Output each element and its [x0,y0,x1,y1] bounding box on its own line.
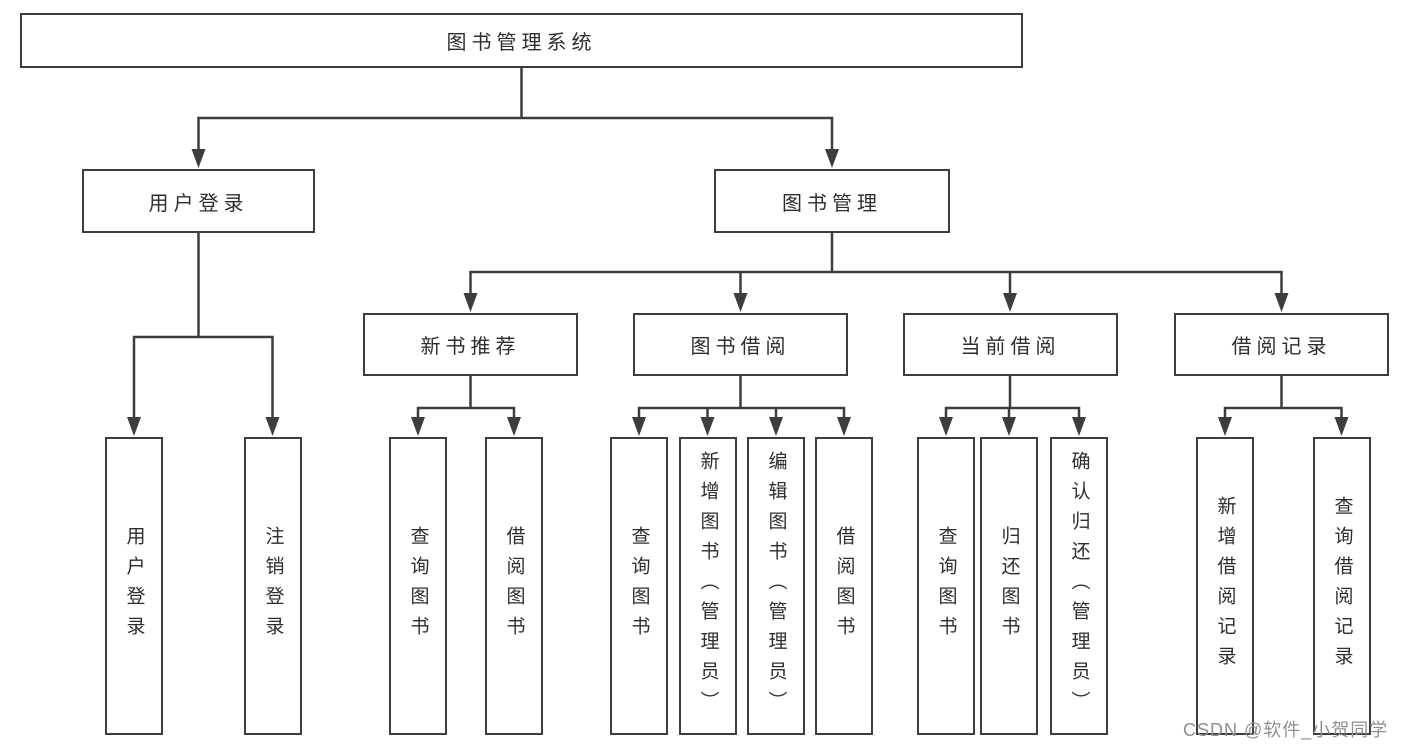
leaf-edit-books-admin: 编辑图书（管理员） [747,437,805,735]
leaf-return-books: 归还图书 [980,437,1038,735]
arrow-down-icon [733,293,748,312]
arrow-down-icon [1334,417,1349,436]
leaf-query-borrow-record: 查询借阅记录 [1313,437,1371,735]
node-label: 图书借阅 [690,336,791,358]
csdn-watermark: CSDN @软件_小贺同学 [1183,720,1389,740]
leaf-label: 注销登录 [262,526,284,646]
arrow-heads [127,149,1349,436]
leaf-add-books-admin: 新增图书（管理员） [679,437,737,735]
leaf-label: 确认归还（管理员） [1068,451,1090,721]
arrow-down-icon [837,417,851,436]
arrow-down-icon [1002,417,1016,436]
arrow-down-icon [1003,293,1017,312]
arrow-down-icon [769,417,783,436]
leaf-query-books-borrowing: 查询图书 [610,437,668,735]
node-root-label: 图书管理系统 [446,32,597,54]
node-user-login-branch: 用户登录 [82,169,315,233]
leaf-label: 借阅图书 [833,526,855,646]
leaf-label: 查询图书 [935,526,957,646]
node-book-borrowing: 图书借阅 [633,313,848,376]
node-label: 新书推荐 [420,336,521,358]
leaf-confirm-return-admin: 确认归还（管理员） [1050,437,1108,735]
arrow-down-icon [127,417,141,436]
leaf-label: 借阅图书 [503,526,525,646]
arrow-down-icon [1218,417,1232,436]
node-root-system: 图书管理系统 [20,13,1023,68]
arrow-down-icon [265,417,280,436]
leaf-label: 用户登录 [123,526,145,646]
node-label: 当前借阅 [960,336,1061,358]
node-borrowing-records: 借阅记录 [1174,313,1389,376]
arrow-down-icon [632,417,646,436]
leaf-label: 查询借阅记录 [1331,496,1353,676]
arrow-down-icon [939,417,953,436]
leaf-query-books-current: 查询图书 [917,437,975,735]
node-book-management: 图书管理 [714,169,950,233]
leaf-logout: 注销登录 [244,437,302,735]
leaf-borrow-books-recommend: 借阅图书 [485,437,543,735]
arrow-down-icon [1274,293,1289,312]
arrow-down-icon [825,149,839,168]
arrow-down-icon [191,149,206,168]
node-new-book-recommend: 新书推荐 [363,313,578,376]
leaf-query-books-recommend: 查询图书 [389,437,447,735]
arrow-down-icon [1072,417,1086,436]
arrow-down-icon [463,293,478,312]
leaf-label: 查询图书 [628,526,650,646]
node-label: 借阅记录 [1231,336,1332,358]
leaf-user-login: 用户登录 [105,437,163,735]
arrow-down-icon [700,417,715,436]
arrow-down-icon [507,417,521,436]
node-label: 图书管理 [782,192,882,215]
node-label: 用户登录 [148,192,249,215]
leaf-label: 归还图书 [998,526,1020,646]
leaf-borrow-books-borrowing: 借阅图书 [815,437,873,735]
arrow-down-icon [411,417,425,436]
node-current-borrowing: 当前借阅 [903,313,1118,376]
leaf-label: 新增借阅记录 [1214,496,1236,676]
leaf-label: 编辑图书（管理员） [765,451,787,721]
leaf-add-borrow-record: 新增借阅记录 [1196,437,1254,735]
leaf-label: 查询图书 [407,526,429,646]
leaf-label: 新增图书（管理员） [697,451,719,721]
